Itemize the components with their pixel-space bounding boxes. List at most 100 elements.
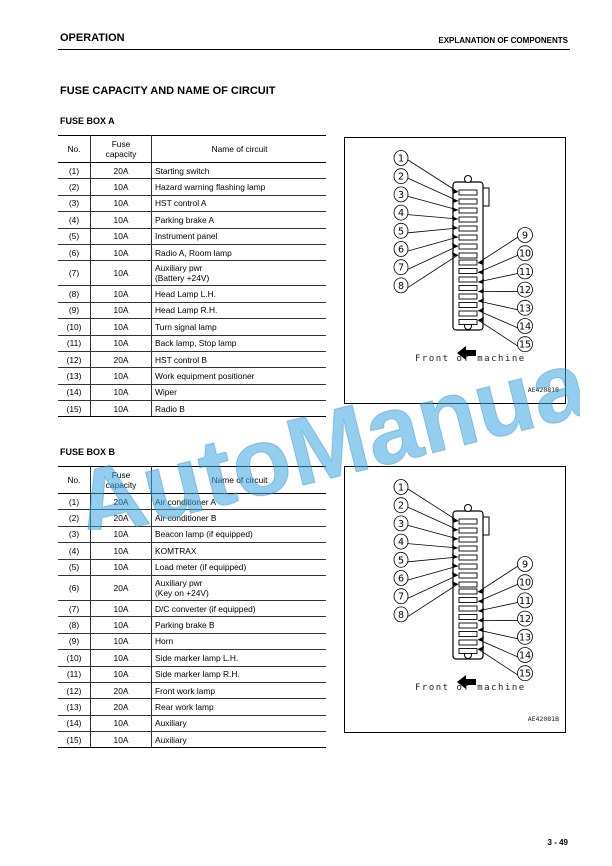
circuit-name: Rear work lamp <box>151 698 326 716</box>
circuit-name: Auxiliary pwr(Battery +24V) <box>151 260 326 287</box>
circuit-name: Air conditioner A <box>151 493 326 511</box>
leader-line <box>477 273 519 283</box>
fuse-number: (15) <box>58 731 91 749</box>
fuse-number: (11) <box>58 335 91 352</box>
circuit-name: Parking brake A <box>151 211 326 229</box>
fuse-number: (9) <box>58 302 91 320</box>
fuse-capacity: 20A <box>90 162 152 180</box>
fuse-number: (4) <box>58 211 91 229</box>
column-header-name: Name of circuit <box>151 466 326 494</box>
fuse-capacity: 10A <box>90 384 152 402</box>
leader-line <box>407 227 459 234</box>
fuse-number: (1) <box>58 162 91 180</box>
leader-arrowhead <box>452 225 458 230</box>
circuit-name: Air conditioner B <box>151 509 326 527</box>
fuse-number: (9) <box>58 633 91 651</box>
circuit-name-line2: (Battery +24V) <box>155 273 210 284</box>
fuse-capacity: 10A <box>90 526 152 544</box>
callout-number: 6 <box>398 574 404 585</box>
fuse-capacity: 10A <box>90 633 152 651</box>
leader-line <box>407 556 459 563</box>
fuse-capacity: 10A <box>90 178 152 196</box>
leader-line <box>477 639 519 658</box>
front-arrow-icon <box>457 346 476 360</box>
leader-arrowhead <box>478 260 484 265</box>
leader-line <box>407 159 459 193</box>
column-header-no: No. <box>58 135 91 163</box>
circuit-name-line1: Auxiliary pwr <box>155 577 203 588</box>
callout-circle <box>393 150 409 166</box>
circuit-name: Radio B <box>151 400 326 418</box>
circuit-name: Auxiliary pwr(Key on +24V) <box>151 575 326 601</box>
fuse-slot <box>458 648 478 654</box>
callout-number: 15 <box>519 340 531 351</box>
column-header-capacity-line2: capacity <box>105 480 137 490</box>
fuse-number: (7) <box>58 260 91 287</box>
callout-number: 2 <box>398 501 404 512</box>
fuse-slot <box>458 293 478 300</box>
leader-line <box>407 196 459 211</box>
leader-arrowhead <box>452 572 458 577</box>
leader-arrowhead <box>478 298 484 303</box>
fuse-capacity: 10A <box>90 649 152 667</box>
front-arrow-icon <box>457 675 476 689</box>
fuse-slot <box>458 597 478 603</box>
fuse-number: (10) <box>58 318 91 336</box>
circuit-name: Turn signal lamp <box>151 318 326 336</box>
callout-circle <box>393 551 409 568</box>
leader-arrowhead <box>478 269 484 275</box>
callout-circle <box>393 168 409 185</box>
fuse-slot <box>458 302 478 308</box>
leader-arrowhead <box>478 307 484 313</box>
callout-number: 8 <box>398 281 404 292</box>
fuse-capacity: 10A <box>90 244 152 262</box>
fuse-capacity: 10A <box>90 559 152 576</box>
fuse-capacity: 10A <box>90 367 152 385</box>
leader-arrowhead <box>478 627 484 632</box>
leader-arrowhead <box>452 581 458 586</box>
callout-number: 1 <box>398 483 404 494</box>
callout-number: 8 <box>398 610 404 621</box>
leader-line <box>407 565 459 581</box>
column-header-name-label: Name of circuit <box>211 144 268 154</box>
callout-number: 3 <box>398 190 404 201</box>
leader-line <box>407 506 459 531</box>
fuse-number: (3) <box>58 195 91 213</box>
callout-circle <box>517 574 533 591</box>
circuit-name: Radio A, Room lamp <box>151 244 326 262</box>
callout-number: 6 <box>398 245 404 256</box>
figure-code: AE42081B <box>527 386 559 394</box>
fuse-slot <box>458 631 478 637</box>
circuit-name: Head Lamp R.H. <box>151 302 326 320</box>
callout-circle <box>393 515 409 532</box>
circuit-name: Beacon lamp (if equipped) <box>151 526 326 544</box>
fuse-number: (7) <box>58 600 91 618</box>
callout-number: 15 <box>519 669 531 680</box>
header-section-title: OPERATION <box>60 32 125 44</box>
circuit-name-line1: Auxiliary pwr <box>155 263 203 274</box>
leader-arrowhead <box>478 317 484 322</box>
leader-line <box>477 310 519 329</box>
column-header-no-label: No. <box>67 144 81 154</box>
callout-number: 10 <box>519 578 531 589</box>
circuit-name: Wiper <box>151 384 326 402</box>
leader-line <box>477 565 519 593</box>
fuse-slot <box>458 216 478 223</box>
fuse-capacity: 20A <box>90 698 152 716</box>
circuit-name: Starting switch <box>151 162 326 180</box>
fuse-capacity: 20A <box>90 575 152 601</box>
